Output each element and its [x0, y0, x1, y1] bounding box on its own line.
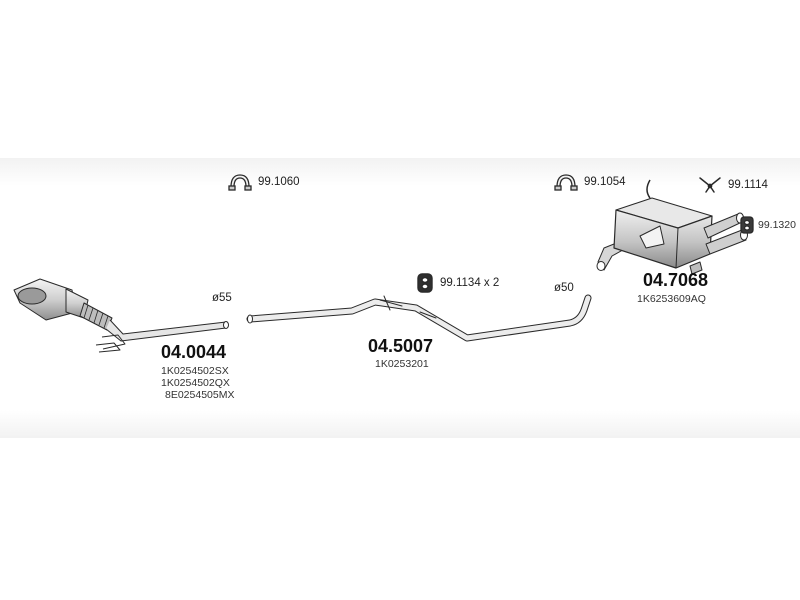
muffler-heat-shield [639, 225, 665, 249]
front-pipe [105, 319, 227, 342]
diameter-label-front: ø55 [212, 292, 232, 304]
accessory-code-clamp-front: 99.1060 [258, 176, 300, 188]
accessory-code-rubber-rear: 99.1320 [758, 219, 796, 231]
bellows-ribs [83, 304, 109, 329]
oem-number: 8E0254505MX [165, 389, 235, 401]
catalytic-converter-pipe [13, 278, 229, 353]
clamp-icon [228, 174, 252, 191]
oem-number: 1K6253609AQ [637, 293, 706, 305]
muffler-inlet-opening [596, 261, 606, 271]
part-number-front: 04.0044 [161, 342, 227, 362]
accessory-code-clamp-rear: 99.1054 [584, 176, 626, 188]
tailpipe-lower [705, 229, 747, 255]
oem-number: 1K0254502SX [161, 365, 229, 377]
clamp-icon [554, 174, 578, 191]
front-pipe-end [223, 321, 229, 329]
accessory-code-rubber-center: 99.1134 x 2 [440, 277, 500, 289]
center-pipe-hangers [379, 295, 437, 319]
diameter-label-center: ø50 [554, 282, 574, 294]
rear-muffler [596, 179, 748, 275]
rubber-mount-icon [417, 273, 433, 293]
hanger-rod [646, 179, 651, 199]
hanger-bracket-icon [699, 177, 721, 193]
rubber-mount-icon [740, 216, 754, 234]
oem-number: 1K0253201 [375, 358, 429, 370]
center-pipe-inlet [247, 314, 253, 324]
tailpipe-bracket [689, 261, 703, 275]
part-number-rear: 04.7068 [643, 270, 709, 290]
center-pipe [246, 294, 592, 342]
part-number-center: 04.5007 [368, 336, 434, 356]
oem-number: 1K0254502QX [161, 377, 230, 389]
accessory-code-hanger: 99.1114 [728, 179, 768, 191]
pipe-hangers [95, 334, 126, 353]
inlet-opening [17, 287, 47, 305]
